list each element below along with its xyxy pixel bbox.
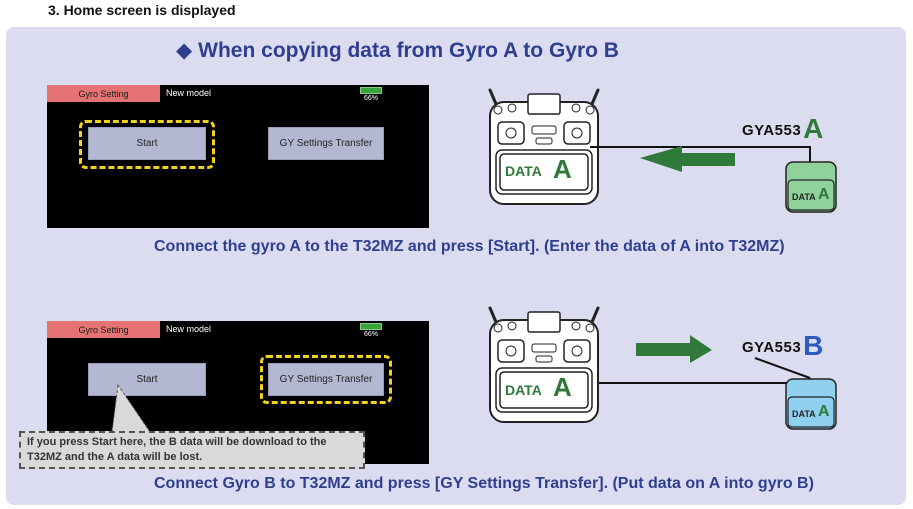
battery-percent: 66% <box>364 95 379 102</box>
warning-line-2: T32MZ and the A data will be lost. <box>27 451 203 463</box>
battery-icon <box>360 323 382 330</box>
step-heading: 3. Home screen is displayed <box>48 2 236 18</box>
start-button[interactable]: Start <box>88 363 206 396</box>
model-name: New model <box>166 88 212 98</box>
gy-settings-transfer-button[interactable]: GY Settings Transfer <box>268 127 384 160</box>
start-highlight <box>79 120 215 169</box>
gyro-b-model: GYA553 <box>742 339 802 356</box>
gy-settings-transfer-button[interactable]: GY Settings Transfer <box>268 363 384 396</box>
gyro-b-data-letter: A <box>818 403 830 420</box>
caption-step-a: Connect the gyro A to the T32MZ and pres… <box>154 238 785 255</box>
warning-callout: If you press Start here, the B data will… <box>19 431 365 469</box>
model-name: New model <box>166 324 212 334</box>
battery-percent: 66% <box>364 331 379 338</box>
gyro-a-data-label: DATA <box>792 192 816 202</box>
start-button[interactable]: Start <box>88 127 206 160</box>
gyro-a-model: GYA553 <box>742 122 802 139</box>
section-title: ◆When copying data from Gyro A to Gyro B <box>176 38 619 63</box>
gyro-a-letter: A <box>803 113 824 144</box>
transfer-highlight <box>260 355 392 404</box>
gyro-a-icon <box>785 161 837 213</box>
caption-step-b: Connect Gyro B to T32MZ and press [GY Se… <box>154 475 814 492</box>
gyro-b-letter: B <box>803 330 824 361</box>
gyro-a-title: GYA553A <box>742 113 824 145</box>
transmitter-data-letter: A <box>553 154 572 184</box>
gyro-a-data-letter: A <box>818 186 830 203</box>
gyro-setting-tab[interactable]: Gyro Setting <box>47 321 160 338</box>
transmitter-data-label: DATA <box>505 163 542 179</box>
gyro-b-icon <box>785 378 837 430</box>
transmitter-data-letter: A <box>553 372 572 402</box>
section-title-text: When copying data from Gyro A to Gyro B <box>198 39 619 62</box>
gyro-setting-tab[interactable]: Gyro Setting <box>47 85 160 102</box>
home-screen-1: Gyro Setting New model 66% Start GY Sett… <box>47 85 429 228</box>
warning-line-1: If you press Start here, the B data will… <box>27 436 327 448</box>
gyro-b-title: GYA553B <box>742 330 824 362</box>
diamond-icon: ◆ <box>176 39 193 62</box>
battery-icon <box>360 87 382 94</box>
transmitter-data-label: DATA <box>505 382 542 398</box>
transmitter-icon <box>488 88 600 205</box>
transmitter-icon <box>488 306 600 423</box>
gyro-b-data-label: DATA <box>792 409 816 419</box>
